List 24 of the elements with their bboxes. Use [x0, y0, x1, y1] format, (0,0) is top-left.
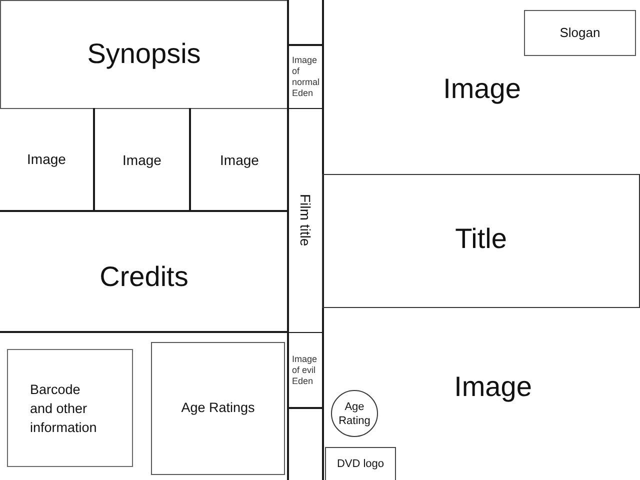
panel-label: Film title	[296, 194, 314, 247]
wireframe-box	[7, 349, 133, 467]
panel-label: Barcode and other information	[30, 380, 98, 436]
wireframe-box	[95, 108, 191, 212]
wireframe-box	[151, 342, 285, 475]
panel-label: Title	[455, 222, 507, 256]
wireframe-box	[325, 447, 396, 480]
panel-label: Credits	[100, 260, 188, 294]
panel-label: Image of evil Eden	[292, 354, 318, 386]
panel-label: Image	[122, 151, 162, 169]
panel-label: Image	[27, 150, 66, 168]
panel-label: Image	[220, 151, 259, 169]
panel-label: Age Ratings	[181, 398, 255, 417]
wireframe-box	[0, 108, 95, 212]
panel-label: Slogan	[560, 25, 600, 41]
panel-label: DVD logo	[336, 456, 384, 472]
wireframe-box	[322, 174, 640, 308]
panel-label: Image	[443, 72, 521, 106]
panel-label: Image	[454, 370, 532, 404]
wireframe-box	[524, 10, 636, 56]
panel-label: Synopsis	[87, 36, 201, 71]
wireframe-box	[0, 0, 288, 109]
panel-label: Image of normal Eden	[292, 55, 321, 99]
panel-label: Age Rating	[338, 400, 372, 428]
